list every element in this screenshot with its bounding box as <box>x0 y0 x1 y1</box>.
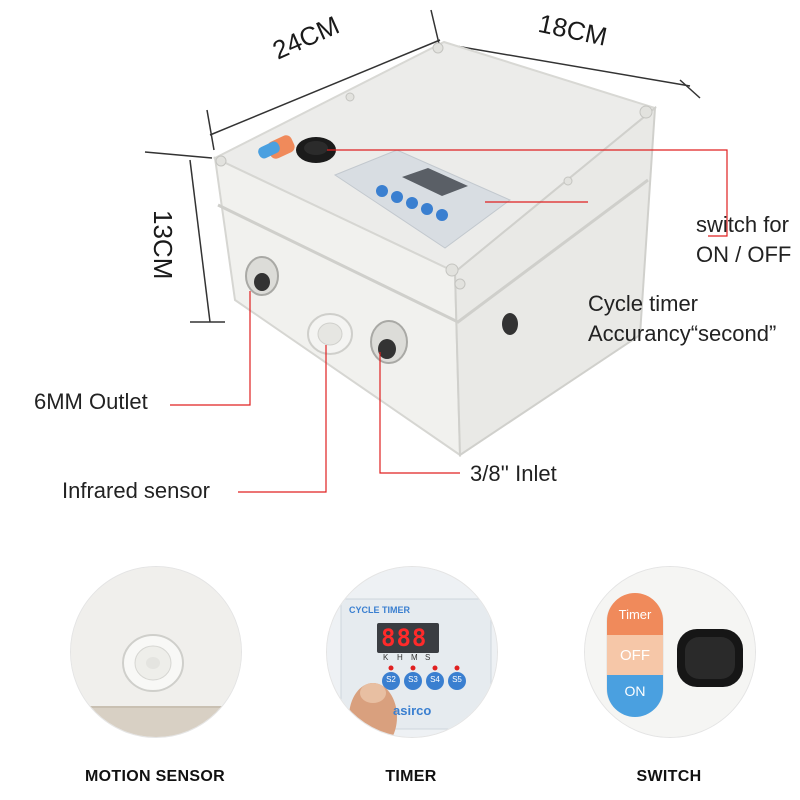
inlet-callout: 3/8'' Inlet <box>470 461 557 486</box>
switch-detail: Timer OFF ON <box>584 566 756 738</box>
switch-callout-line1: switch for <box>696 212 789 237</box>
switch-caption: SWITCH <box>636 768 702 785</box>
timer-button-s4[interactable]: S4 <box>430 675 440 684</box>
timer-panel-title: CYCLE TIMER <box>349 605 411 615</box>
outlet-callout: 6MM Outlet <box>34 389 148 414</box>
timer-caption: TIMER <box>385 768 437 785</box>
box-side-face <box>453 105 657 457</box>
timer-button-s2[interactable]: S2 <box>386 675 396 684</box>
leader-lines <box>170 149 728 493</box>
timer-detail: CYCLE TIMER 888 K H M S S2 S3 S4 S5 asir… <box>326 566 498 738</box>
timer-callout-line2: Accurancy“second” <box>588 321 777 346</box>
sensor-callout: Infrared sensor <box>62 478 210 503</box>
inlet-fitting <box>370 320 408 364</box>
switch-label-on: ON <box>624 683 646 699</box>
timer-button-s5[interactable]: S5 <box>452 675 462 684</box>
switch-label-timer: Timer <box>618 607 652 622</box>
height-dimension-label: 13CM <box>148 210 178 280</box>
dimension-lines <box>144 9 701 323</box>
timer-callout-line1: Cycle timer <box>588 291 699 316</box>
infrared-sensor-dome <box>307 313 353 355</box>
switch-label-off: OFF <box>620 647 650 664</box>
timer-button-s3[interactable]: S3 <box>408 675 418 684</box>
timer-panel <box>333 149 511 249</box>
motion-sensor-caption: MOTION SENSOR <box>85 768 225 785</box>
timer-led-display <box>402 168 468 196</box>
outlet-fitting <box>245 256 279 296</box>
switch-callout-line2: ON / OFF <box>696 242 792 267</box>
motion-sensor-detail <box>70 566 242 738</box>
timer-brand: asirco <box>393 703 432 718</box>
timer-led-digits: 888 <box>381 624 428 652</box>
timer-buttons <box>376 185 448 221</box>
